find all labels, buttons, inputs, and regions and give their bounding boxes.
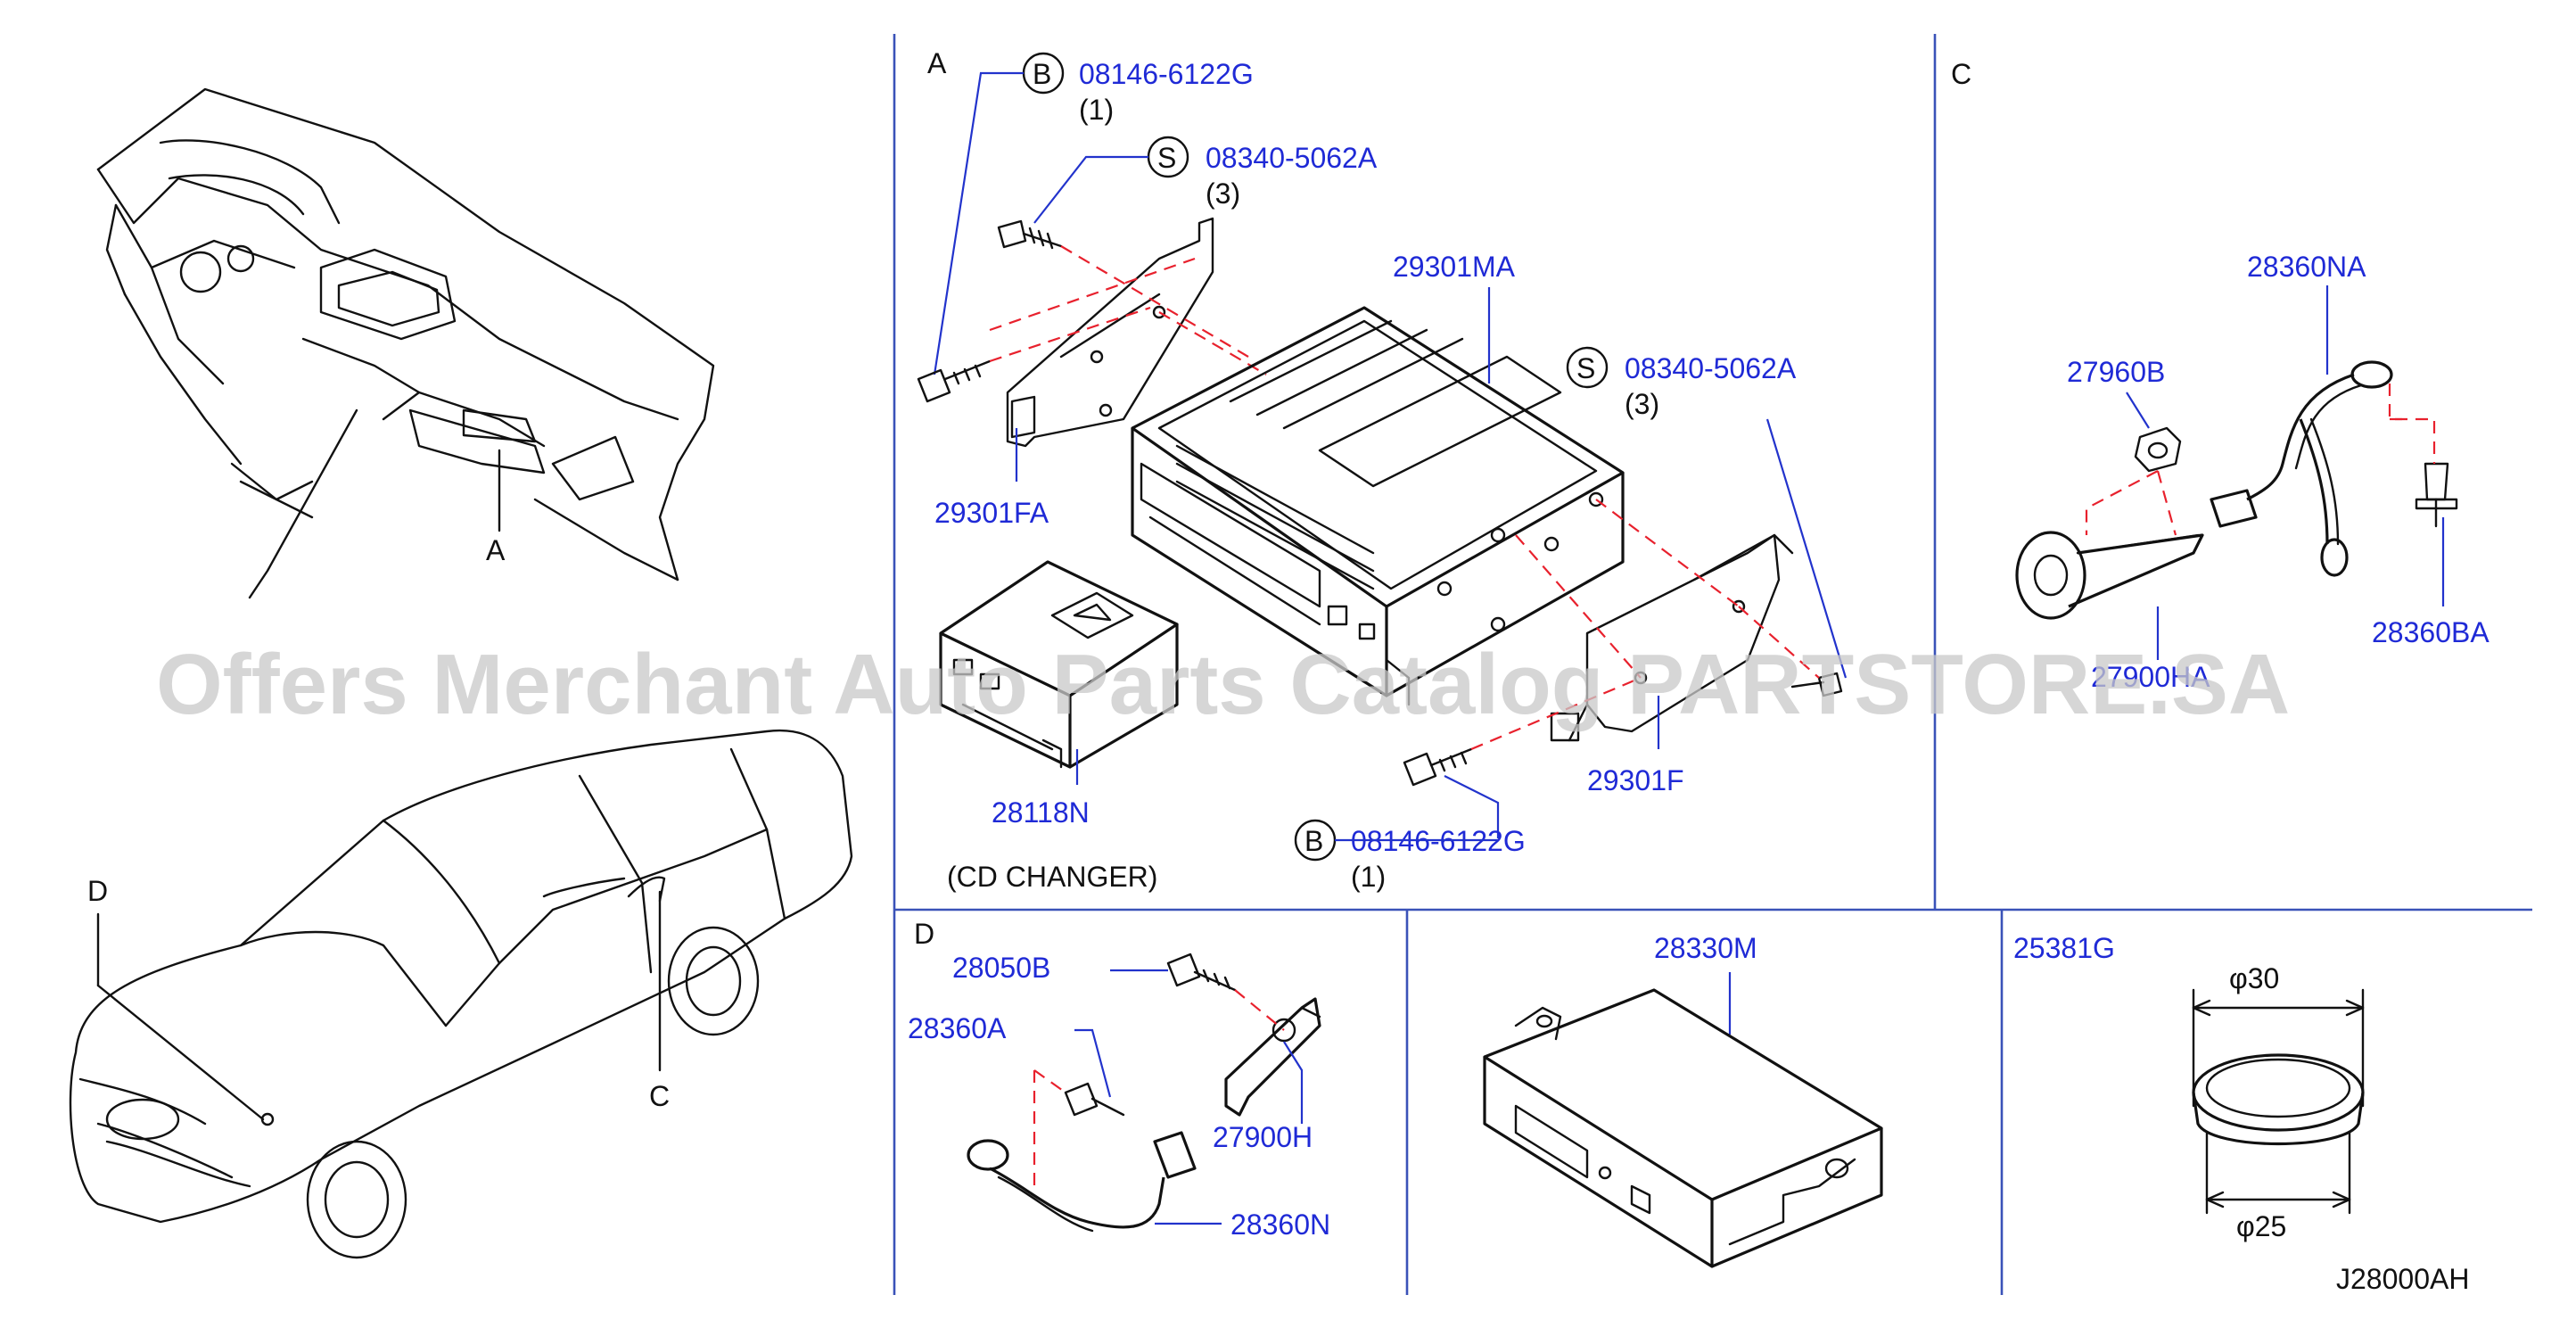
callout-a-label: A <box>486 534 506 566</box>
bracket-29301fa <box>1006 217 1214 448</box>
part-28118n: 28118N <box>992 796 1090 829</box>
part-29301f: 29301F <box>1587 764 1684 796</box>
section-d: D 28050B 28360A 27900H <box>908 918 1330 1241</box>
symbol-b-bottom-letter: B <box>1304 825 1323 857</box>
harness-28360n <box>967 1131 1197 1233</box>
part-28050b: 28050B <box>952 952 1050 984</box>
symbol-s-right <box>1566 346 1609 389</box>
qty-08146-6122g-top: (1) <box>1079 94 1114 126</box>
dim-phi30: φ30 <box>2229 962 2279 994</box>
bracket-27900ha <box>2015 531 2204 620</box>
part-29301fa: 29301FA <box>934 497 1049 529</box>
part-27900h: 27900H <box>1213 1121 1313 1153</box>
bolt-bottom <box>1403 747 1473 787</box>
diagram-code: J28000AH <box>2336 1263 2469 1295</box>
part-28330m: 28330M <box>1654 932 1757 964</box>
qty-08340-5062a-right: (3) <box>1625 388 1659 420</box>
dim-phi25: φ25 <box>2236 1210 2286 1242</box>
part-28360a: 28360A <box>908 1012 1007 1044</box>
car-illustration: D C <box>69 729 853 1259</box>
grommet-25381g <box>2192 1053 2365 1145</box>
symbol-b-top-letter: B <box>1033 58 1051 90</box>
qty-08146-6122g-bottom: (1) <box>1351 861 1386 893</box>
part-08146-6122g-top: 08146-6122G <box>1079 58 1254 90</box>
unit-29301ma <box>1131 306 1625 706</box>
part-29301ma: 29301MA <box>1393 251 1516 283</box>
screw-left <box>997 219 1063 250</box>
section-c-label: C <box>1951 58 1971 90</box>
cd-changer-28118n <box>939 560 1179 769</box>
bolt-28050b <box>1166 953 1237 992</box>
part-08340-5062a-left: 08340-5062A <box>1206 142 1378 174</box>
part-27900ha: 27900HA <box>2091 661 2210 693</box>
bracket-29301f <box>1550 533 1794 742</box>
section-grommet-25381g: 25381G φ30 φ25 <box>2013 932 2365 1242</box>
bracket-27900h <box>1224 997 1321 1117</box>
part-25381g: 25381G <box>2013 932 2115 964</box>
section-d-label: D <box>914 918 934 950</box>
section-a: A B 08146-6122G (1) S 08340-5062A (3) <box>917 47 1848 893</box>
symbol-s-right-letter: S <box>1576 352 1595 384</box>
nut-27960b <box>2134 426 2182 473</box>
qty-08340-5062a-left: (3) <box>1206 177 1240 210</box>
section-module-28330m: 28330M <box>1483 932 1883 1268</box>
part-28360ba: 28360BA <box>2372 616 2490 648</box>
section-dividers <box>893 34 2532 1295</box>
part-27960b: 27960B <box>2067 356 2165 388</box>
bolt-28360ba <box>2415 462 2458 528</box>
cd-changer-caption: (CD CHANGER) <box>947 861 1157 893</box>
module-28330m <box>1483 988 1883 1268</box>
part-28360na: 28360NA <box>2247 251 2366 283</box>
section-a-label: A <box>927 47 947 79</box>
part-28360n: 28360N <box>1230 1208 1330 1241</box>
bolt-left <box>917 359 992 403</box>
harness-28360na <box>2210 360 2393 577</box>
bolt-28360a <box>1064 1082 1125 1117</box>
callout-c-label: C <box>649 1080 670 1112</box>
callout-d-label: D <box>87 875 108 907</box>
symbol-s-left-letter: S <box>1157 142 1176 174</box>
dashboard-illustration: A <box>96 87 715 599</box>
watermark-text: Offers Merchant Auto Parts Catalog PARTS… <box>156 637 2290 732</box>
screw-right <box>1790 672 1843 697</box>
section-c: C 28360NA 27960B <box>1951 58 2490 693</box>
part-08340-5062a-right: 08340-5062A <box>1625 352 1797 384</box>
